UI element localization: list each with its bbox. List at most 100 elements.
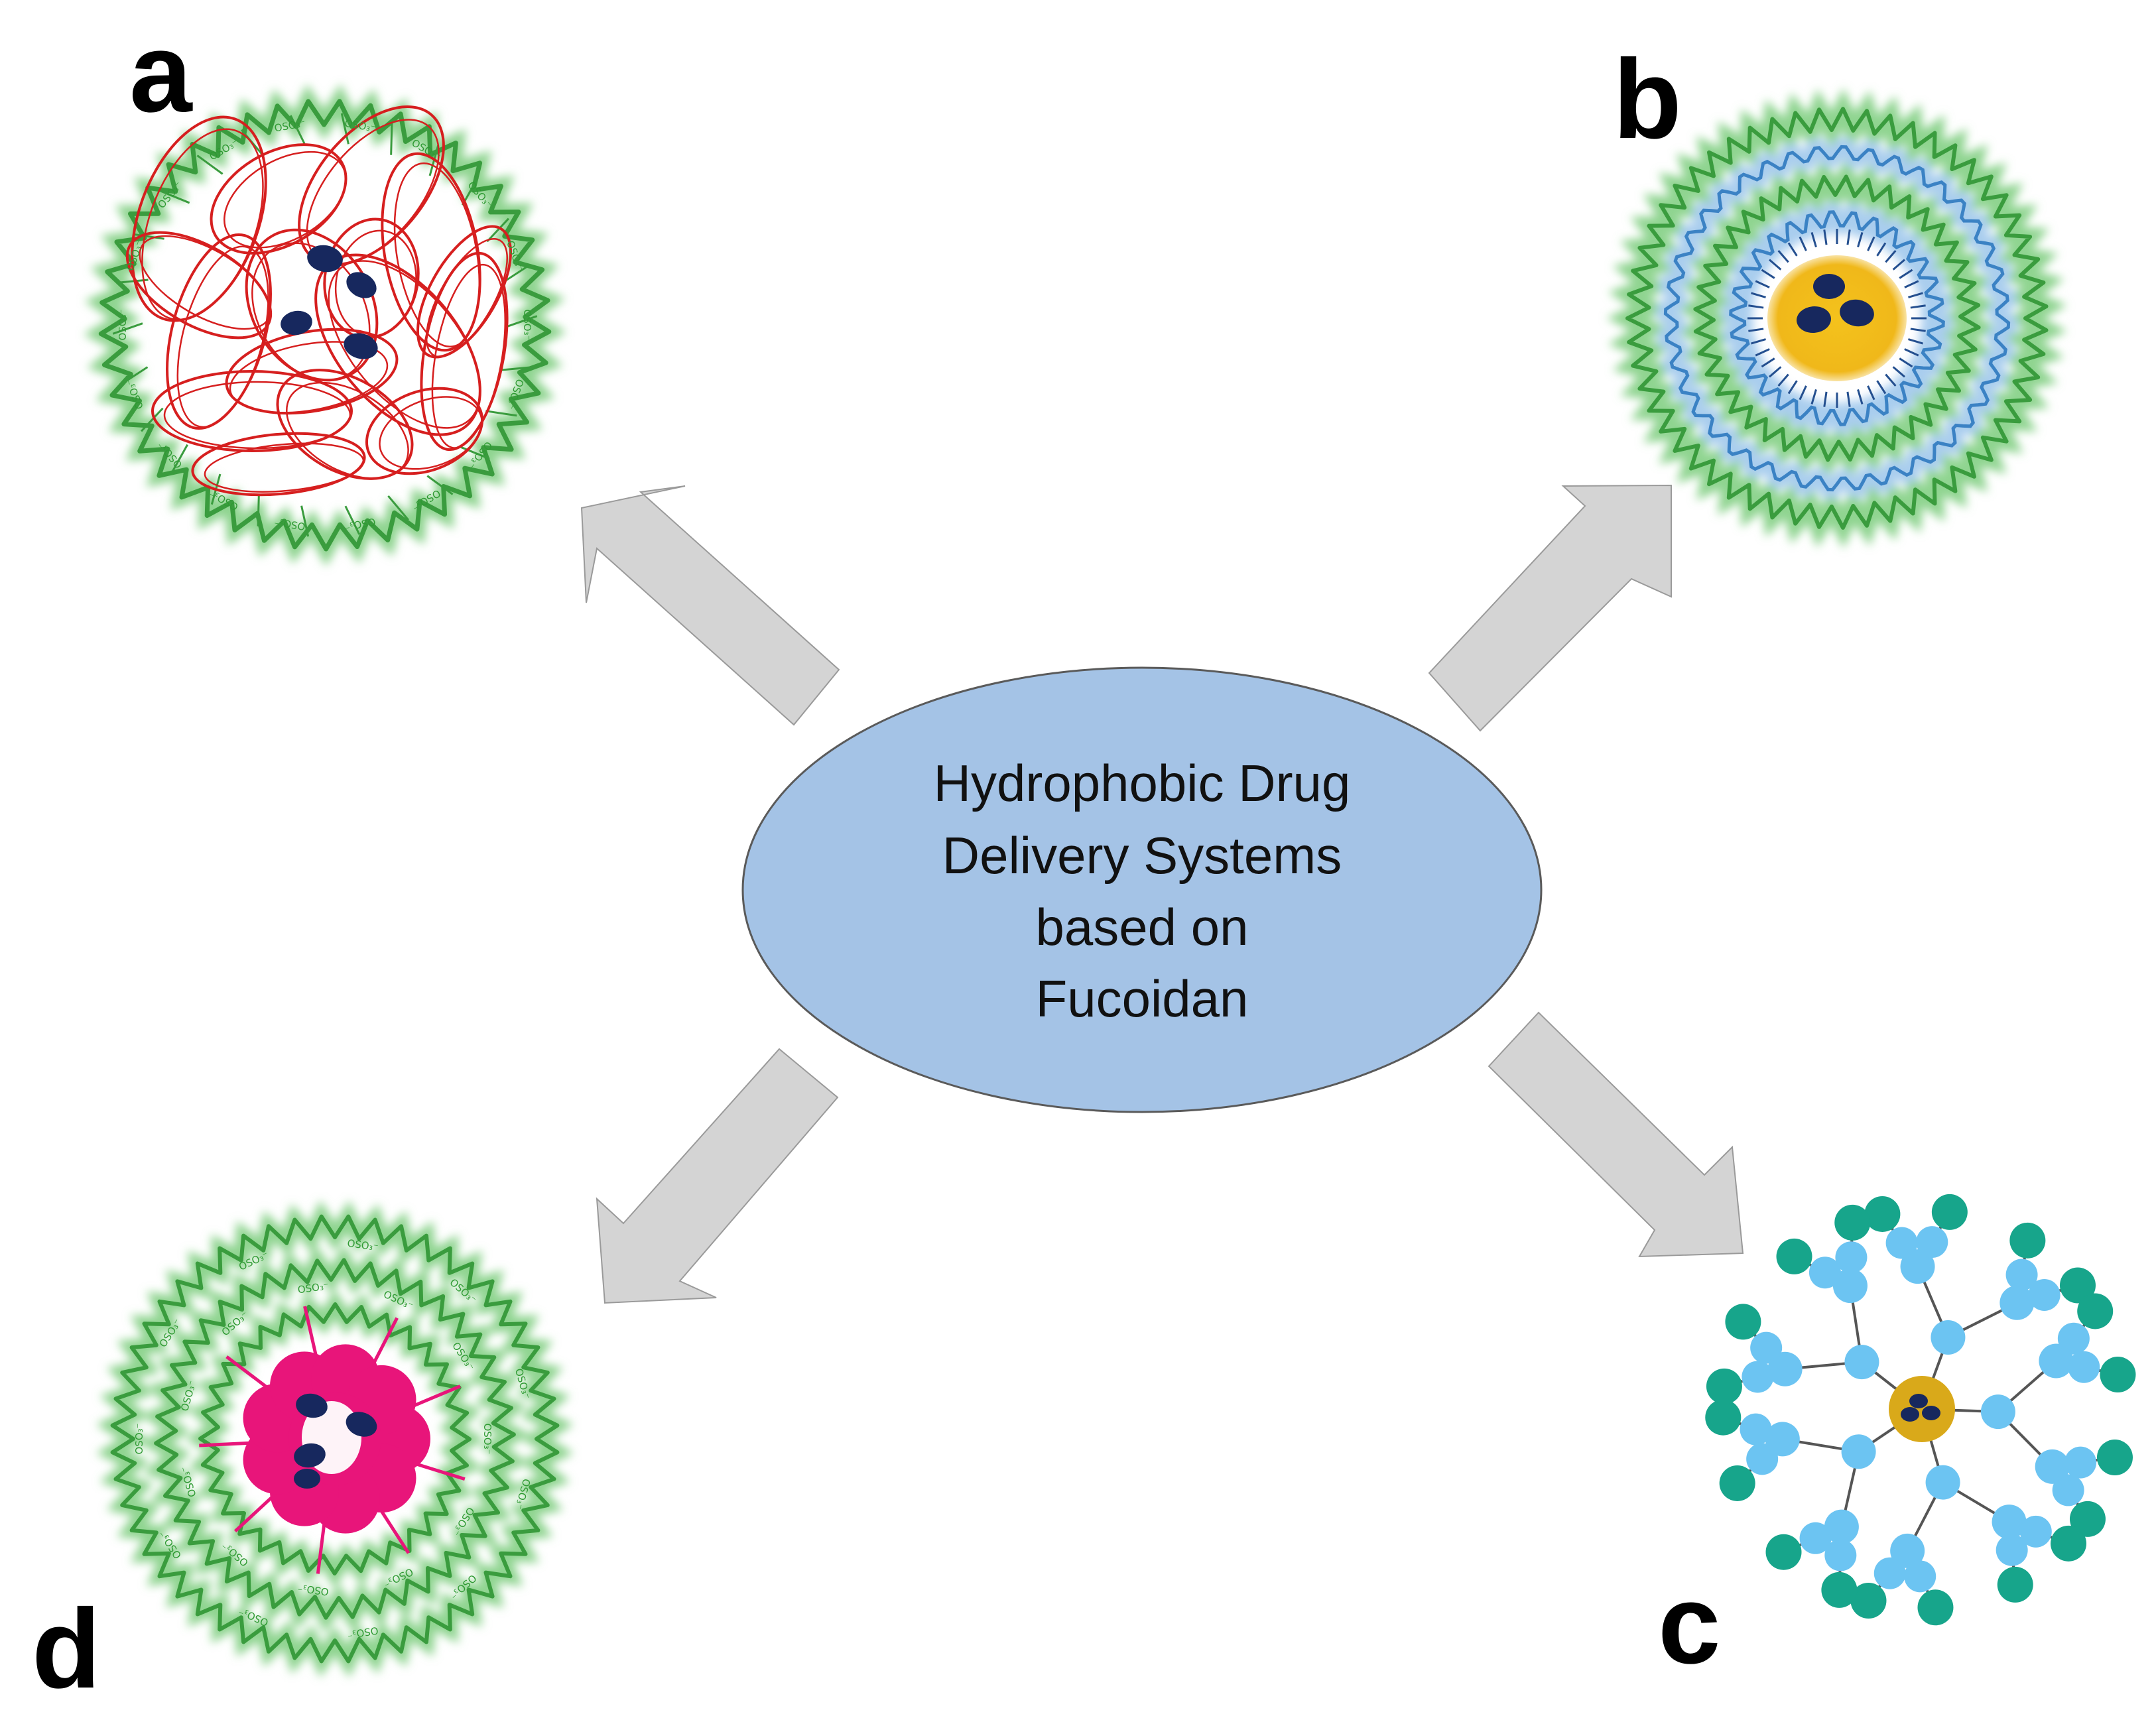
lipid-tail: [1787, 242, 1798, 257]
panel-letter-c: c: [1658, 1562, 1721, 1688]
micelle-layer: [1663, 145, 2011, 492]
dendrimer-terminal: [1917, 1589, 1954, 1626]
lipid-tail: [1908, 338, 1923, 345]
dendrimer-terminal: [2100, 1357, 2136, 1393]
dendrimer-node: [2039, 1343, 2074, 1379]
polymer-coil: [139, 235, 271, 330]
lipid-tail: [1755, 348, 1770, 357]
dendrimer-node: [1767, 1351, 1803, 1386]
lipid-tail: [1810, 389, 1817, 404]
sulfate-branch: [133, 233, 164, 240]
lipid-tail: [1799, 236, 1807, 251]
dendrimer-node: [1832, 1268, 1868, 1304]
lipid-tail: [1904, 348, 1919, 357]
panel-d-liposome: OSO₃⁻OSO₃⁻OSO₃⁻OSO₃⁻OSO₃⁻OSO₃⁻OSO₃⁻OSO₃⁻…: [96, 1200, 574, 1678]
dendrimer-terminal: [1864, 1196, 1901, 1232]
dendrimer-node: [1890, 1533, 1925, 1568]
panel-a-polymer-nanoparticle: OSO₃⁻OSO₃⁻OSO₃⁻OSO₃⁻OSO₃⁻OSO₃⁻OSO₃⁻OSO₃⁻…: [84, 84, 566, 567]
dendrimer-node: [1900, 1249, 1935, 1284]
dendrimer-node: [1808, 1257, 1841, 1289]
lipid-tail: [1823, 229, 1828, 245]
dendrimer-node: [2068, 1351, 2100, 1383]
dendrimer-core-circle: [1889, 1376, 1955, 1442]
lipid-tail: [1810, 232, 1817, 247]
sulfate-branch: [485, 410, 517, 417]
center-title-line-4: Fucoidan: [1036, 969, 1249, 1028]
polymer-coil: [163, 381, 351, 450]
dendrimer-node: [1873, 1557, 1906, 1589]
lipid-tail: [1867, 385, 1875, 400]
drug-molecule: [1813, 274, 1845, 299]
polymer-coil: [141, 128, 264, 321]
dendrimer-node: [2057, 1322, 2090, 1355]
center-title-line-1: Hydrophobic Drug: [934, 754, 1351, 812]
polymer-coil: [416, 225, 512, 359]
dendrimer-node: [1765, 1422, 1800, 1457]
drug-molecule: [296, 1393, 328, 1418]
lipid-tail: [1761, 269, 1775, 279]
drug-molecule: [1909, 1394, 1928, 1408]
lipid-tail: [1846, 229, 1851, 245]
dendrimer-node: [1750, 1331, 1783, 1364]
polymer-coil: [151, 370, 353, 452]
lipid-tail: [1867, 236, 1875, 251]
fucoidan-shell: [1625, 107, 2049, 530]
sulfate-branch: [387, 495, 409, 521]
lipid-tail: [1846, 391, 1851, 407]
center-title-line-2: Delivery Systems: [942, 826, 1342, 885]
polymer-coil: [286, 381, 409, 479]
drug-molecule: [346, 272, 377, 298]
lipid-tail: [1768, 366, 1782, 378]
sulfate-branch: [257, 495, 260, 526]
fucoidan-shell: [198, 1302, 472, 1575]
dendrimer-terminal: [1997, 1566, 2033, 1603]
polymer-coil: [229, 341, 389, 414]
sulfate-label: OSO₃⁻: [481, 1423, 493, 1454]
dendrimer-terminal: [2096, 1440, 2133, 1476]
sulfate-label: OSO₃⁻: [117, 309, 129, 340]
dendrimer-node: [1799, 1522, 1832, 1554]
center-title-line-3: based on: [1036, 898, 1249, 956]
lipid-tail: [1755, 280, 1770, 288]
dendrimer-terminal: [1705, 1399, 1742, 1436]
sulfate-branch: [390, 123, 393, 155]
sulfate-branch: [501, 366, 533, 371]
drug-molecule: [294, 1443, 326, 1468]
lipid-tail: [1904, 280, 1919, 288]
lipid-tail: [1899, 357, 1913, 368]
lipid-tail: [1761, 357, 1775, 368]
sulfate-branch: [112, 322, 143, 335]
lipid-tail: [1910, 328, 1926, 332]
sulfate-label: OSO₃⁻: [133, 1423, 145, 1454]
sulfate-branch: [426, 475, 454, 495]
lipid-tail: [1751, 338, 1766, 345]
dendrimer-terminal: [2069, 1501, 2106, 1537]
dendrimer-terminal: [1821, 1571, 1858, 1608]
arrow-down-left-icon: [596, 1048, 839, 1304]
dendrimer-terminal: [2009, 1222, 2046, 1259]
drug-molecule: [1797, 306, 1831, 334]
center-ellipse: [741, 666, 1543, 1113]
polymer-coil: [204, 442, 365, 493]
sulfate-branch: [507, 315, 538, 328]
dendrimer-terminal: [1850, 1582, 1887, 1619]
fucoidan-shell: [1693, 174, 1981, 462]
panel-letter-a: a: [129, 10, 193, 136]
dendrimer-terminal: [1706, 1368, 1742, 1404]
polymer-coil: [365, 387, 484, 475]
polymer-coil: [420, 251, 509, 452]
dendrimer-node: [1992, 1505, 2027, 1540]
dendrimer-node: [1824, 1539, 1857, 1571]
sulfate-branch: [120, 366, 149, 385]
lipid-tail: [1748, 328, 1764, 332]
lipid-tail: [1751, 292, 1766, 298]
lipid-tail: [1777, 249, 1789, 263]
dendrimer-terminal: [2051, 1525, 2087, 1562]
drug-molecule: [1840, 299, 1874, 327]
dendrimer-terminal: [1931, 1194, 1968, 1230]
dendrimer-node: [2052, 1474, 2084, 1507]
drug-molecule: [1901, 1407, 1919, 1422]
lipid-tail: [1908, 292, 1923, 298]
polymer-coil: [276, 369, 414, 480]
